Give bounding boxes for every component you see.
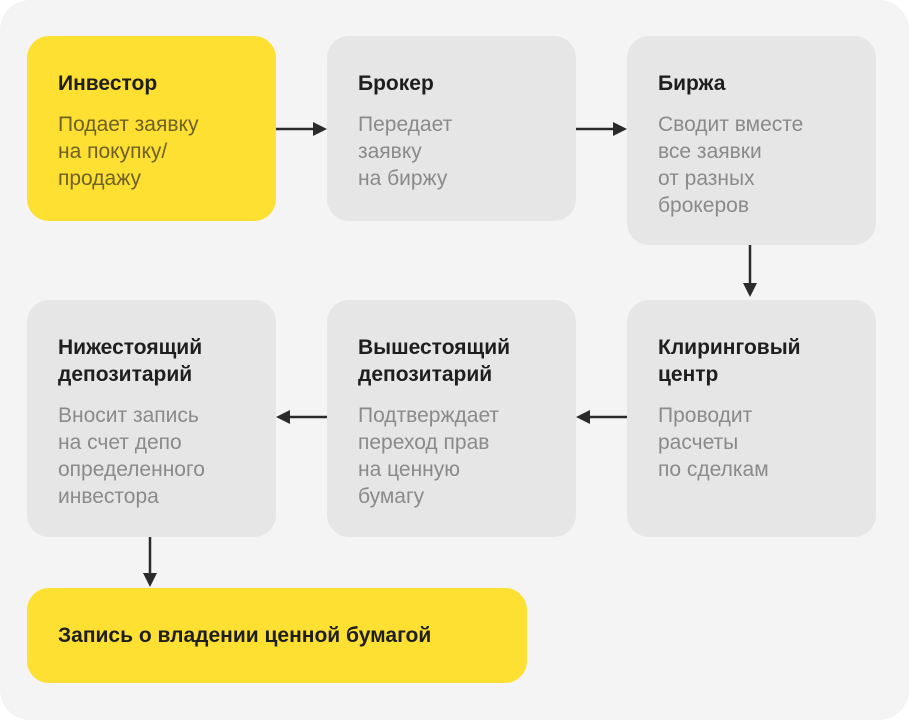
investor-box: Инвестор Подает заявку на покупку/ прода… <box>27 36 276 221</box>
arrow-exchange-to-clearing <box>743 245 757 297</box>
clearing-center-desc: Проводит расчеты по сделкам <box>658 404 769 481</box>
arrow-clearing-to-upper-depository <box>576 410 627 424</box>
upper-depository-box: Вышестоящий депозитарий Подтверждает пер… <box>327 300 576 537</box>
exchange-box: Биржа Сводит вместе все заявки от разных… <box>627 36 876 245</box>
arrow-lower-depository-to-record <box>143 537 157 587</box>
arrow-investor-to-broker <box>276 122 327 136</box>
broker-desc: Передает заявку на биржу <box>358 113 453 190</box>
investor-desc: Подает заявку на покупку/ продажу <box>58 113 199 190</box>
upper-depository-title: Вышестоящий депозитарий <box>358 336 511 386</box>
clearing-center-title: Клиринговый центр <box>658 336 801 386</box>
broker-box: Брокер Передает заявку на биржу <box>327 36 576 221</box>
clearing-center-box: Клиринговый центр Проводит расчеты по сд… <box>627 300 876 537</box>
lower-depository-box: Нижестоящий депозитарий Вносит запись на… <box>27 300 276 537</box>
broker-title: Брокер <box>358 72 434 95</box>
exchange-title: Биржа <box>658 72 726 95</box>
investor-title: Инвестор <box>58 72 158 95</box>
arrow-broker-to-exchange <box>576 122 627 136</box>
ownership-record-title: Запись о владении ценной бумагой <box>58 623 432 647</box>
arrow-upper-to-lower-depository <box>276 410 327 424</box>
lower-depository-title: Нижестоящий депозитарий <box>58 336 203 386</box>
upper-depository-desc: Подтверждает переход прав на ценную бума… <box>358 404 500 508</box>
lower-depository-desc: Вносит запись на счет депо определенного… <box>58 404 205 508</box>
ownership-record-box: Запись о владении ценной бумагой <box>27 588 527 683</box>
exchange-desc: Сводит вместе все заявки от разных броке… <box>658 113 804 217</box>
